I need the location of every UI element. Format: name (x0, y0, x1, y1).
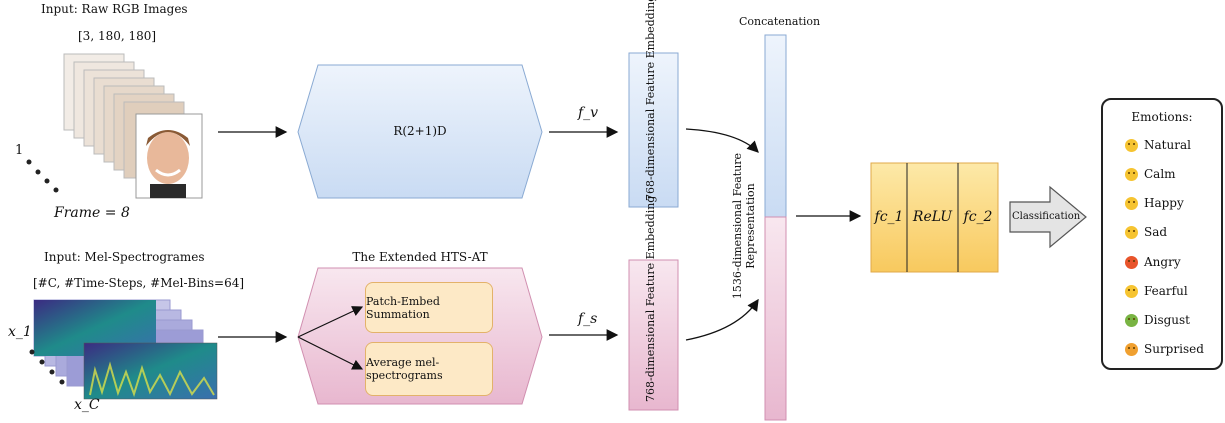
htsat-title: The Extended HTS-AT (352, 250, 488, 264)
visual-input-shape: [3, 180, 180] (78, 29, 157, 43)
concatenation-title: Concatenation (739, 15, 821, 28)
emotion-angry: Angry (1125, 255, 1181, 269)
channel-dots (29, 349, 65, 385)
relu-label: ReLU (912, 209, 953, 225)
representation-label: 1536-dimensional Feature Representation (731, 152, 757, 300)
frame-start-label: 1 (15, 143, 24, 158)
fs-symbol: f_s (578, 311, 598, 327)
arrow-to-patch-embed (297, 306, 364, 338)
emoji-icon (1125, 313, 1138, 327)
concat-visual-part (764, 34, 787, 218)
emotions-panel: Emotions: Natural Calm Happy Sad Angry F… (1101, 98, 1223, 370)
classification-arrow (1009, 185, 1087, 249)
emotion-fearful: Fearful (1125, 284, 1188, 298)
emotion-surprised: Surprised (1125, 342, 1204, 356)
emoji-icon (1125, 284, 1138, 298)
fv-symbol: f_v (578, 105, 599, 121)
emotion-natural: Natural (1125, 138, 1191, 152)
fc2-label: fc_2 (963, 209, 993, 225)
fc1-label: fc_1 (874, 209, 904, 225)
channel-first-label: x_1 (8, 324, 32, 340)
classifier-block (870, 162, 999, 273)
visual-input-label: Input: Raw RGB Images (41, 2, 188, 16)
frame-end-label: Frame = 8 (54, 205, 130, 221)
emoji-icon (1125, 167, 1138, 181)
visual-embedding-bar (628, 52, 679, 208)
arrow-fv-to-concat (685, 128, 759, 153)
audio-embedding-bar (628, 259, 679, 411)
arrow-to-average (297, 336, 364, 370)
emoji-icon (1125, 138, 1138, 152)
emoji-icon (1125, 196, 1138, 210)
audio-embedding-label: 768-dimensional Feature Embedding (644, 195, 657, 402)
classification-label: Classification (1012, 211, 1081, 222)
spectrogram-stack (33, 299, 218, 400)
frame-dots (26, 159, 59, 193)
emoji-icon (1125, 255, 1138, 269)
r2plus1d-block (297, 64, 543, 199)
visual-embedding-label: 768-dimensional Feature Embedding (644, 0, 657, 201)
r2plus1d-label: R(2+1)D (393, 124, 447, 138)
rgb-frame-stack (63, 53, 203, 199)
concat-audio-part (764, 216, 787, 421)
arrow-fs-to-concat (685, 298, 759, 341)
channel-last-label: x_C (74, 397, 100, 413)
emoji-icon (1125, 225, 1138, 239)
audio-input-shape: [#C, #Time-Steps, #Mel-Bins=64] (33, 276, 245, 290)
emotions-title: Emotions: (1131, 110, 1193, 124)
emotion-disgust: Disgust (1125, 313, 1190, 327)
emotion-calm: Calm (1125, 167, 1176, 181)
audio-input-label: Input: Mel-Spectrogrames (44, 250, 205, 264)
average-mel-box: Average mel-spectrograms (365, 342, 493, 396)
emotion-happy: Happy (1125, 196, 1184, 210)
patch-embed-box: Patch-Embed Summation (365, 282, 493, 333)
emotion-sad: Sad (1125, 225, 1167, 239)
emoji-icon (1125, 342, 1138, 356)
